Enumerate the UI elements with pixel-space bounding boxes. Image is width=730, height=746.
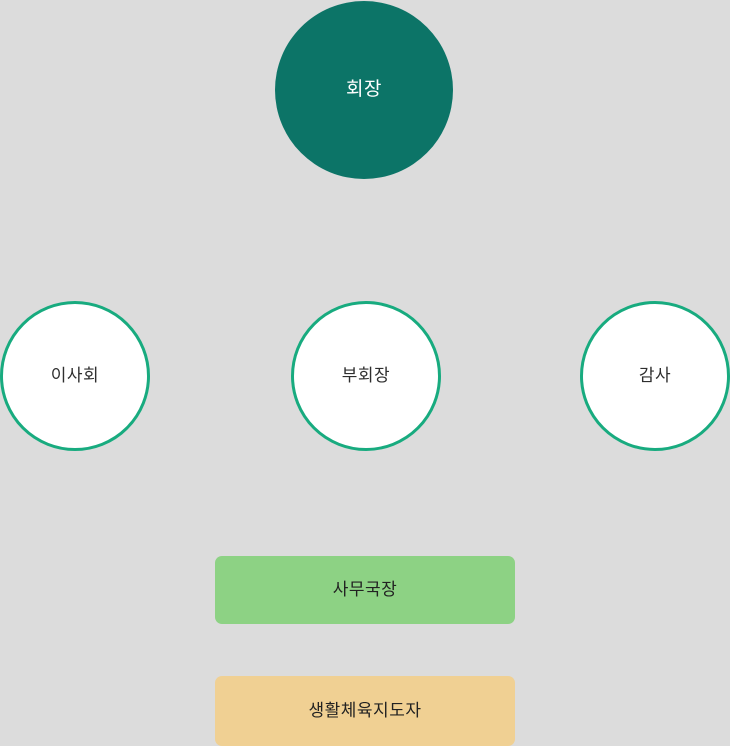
- node-board-of-directors: 이사회: [0, 301, 150, 451]
- node-secretary-general-label: 사무국장: [332, 579, 398, 599]
- node-vice-chairman: 부회장: [291, 301, 441, 451]
- node-chairman-label: 회장: [346, 78, 382, 100]
- node-board-label: 이사회: [50, 365, 100, 385]
- node-vice-chairman-label: 부회장: [341, 365, 391, 385]
- node-auditor: 감사: [580, 301, 730, 451]
- node-sports-leader: 생활체육지도자: [215, 676, 515, 746]
- node-sports-leader-label: 생활체육지도자: [308, 700, 422, 720]
- node-chairman: 회장: [275, 1, 453, 179]
- node-auditor-label: 감사: [638, 365, 672, 385]
- node-secretary-general: 사무국장: [215, 556, 515, 624]
